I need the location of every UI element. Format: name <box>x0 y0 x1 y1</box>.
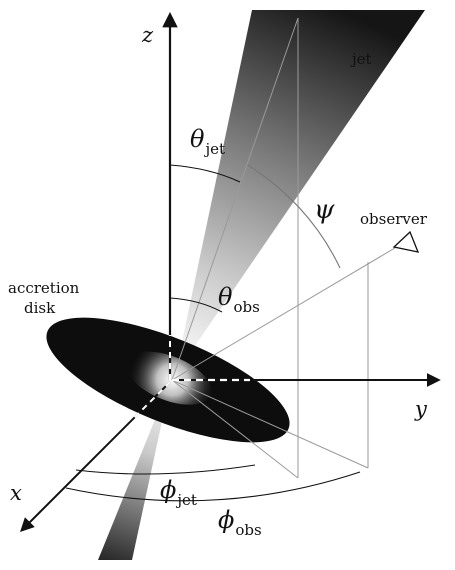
phi-jet-label: ϕjet <box>160 476 197 509</box>
svg-text:θobs: θobs <box>218 283 260 316</box>
disk-label: disk <box>24 299 56 317</box>
disk-center-glow <box>126 351 212 405</box>
svg-text:ϕjet: ϕjet <box>160 476 197 509</box>
psi-arc <box>247 164 341 269</box>
accretion-label: accretion <box>8 279 80 297</box>
z-axis-label: z <box>141 23 154 47</box>
x-axis-dashed-segment <box>131 381 171 421</box>
phi-obs-label: ϕobs <box>218 506 262 539</box>
angle-arcs <box>65 164 361 502</box>
svg-text:θjet: θjet <box>190 125 225 158</box>
jet-label: jet <box>350 50 372 68</box>
phi-obs-arc <box>65 471 361 502</box>
counter-jet-cone <box>98 380 171 560</box>
guide-lines <box>171 17 406 479</box>
phi-jet-arc <box>75 464 256 475</box>
observer-label: observer <box>360 210 428 228</box>
svg-text:ϕobs: ϕobs <box>218 506 262 539</box>
psi-label: ψ <box>314 195 335 225</box>
x-axis-label: x <box>10 481 22 505</box>
theta-jet-label: θjet <box>190 125 225 158</box>
theta-obs-arc <box>169 297 223 313</box>
observer-marker <box>392 230 420 253</box>
jet-cone <box>175 10 425 375</box>
theta-obs-label: θobs <box>218 283 260 316</box>
theta-jet-arc <box>169 164 241 183</box>
y-axis-label: y <box>414 397 428 421</box>
